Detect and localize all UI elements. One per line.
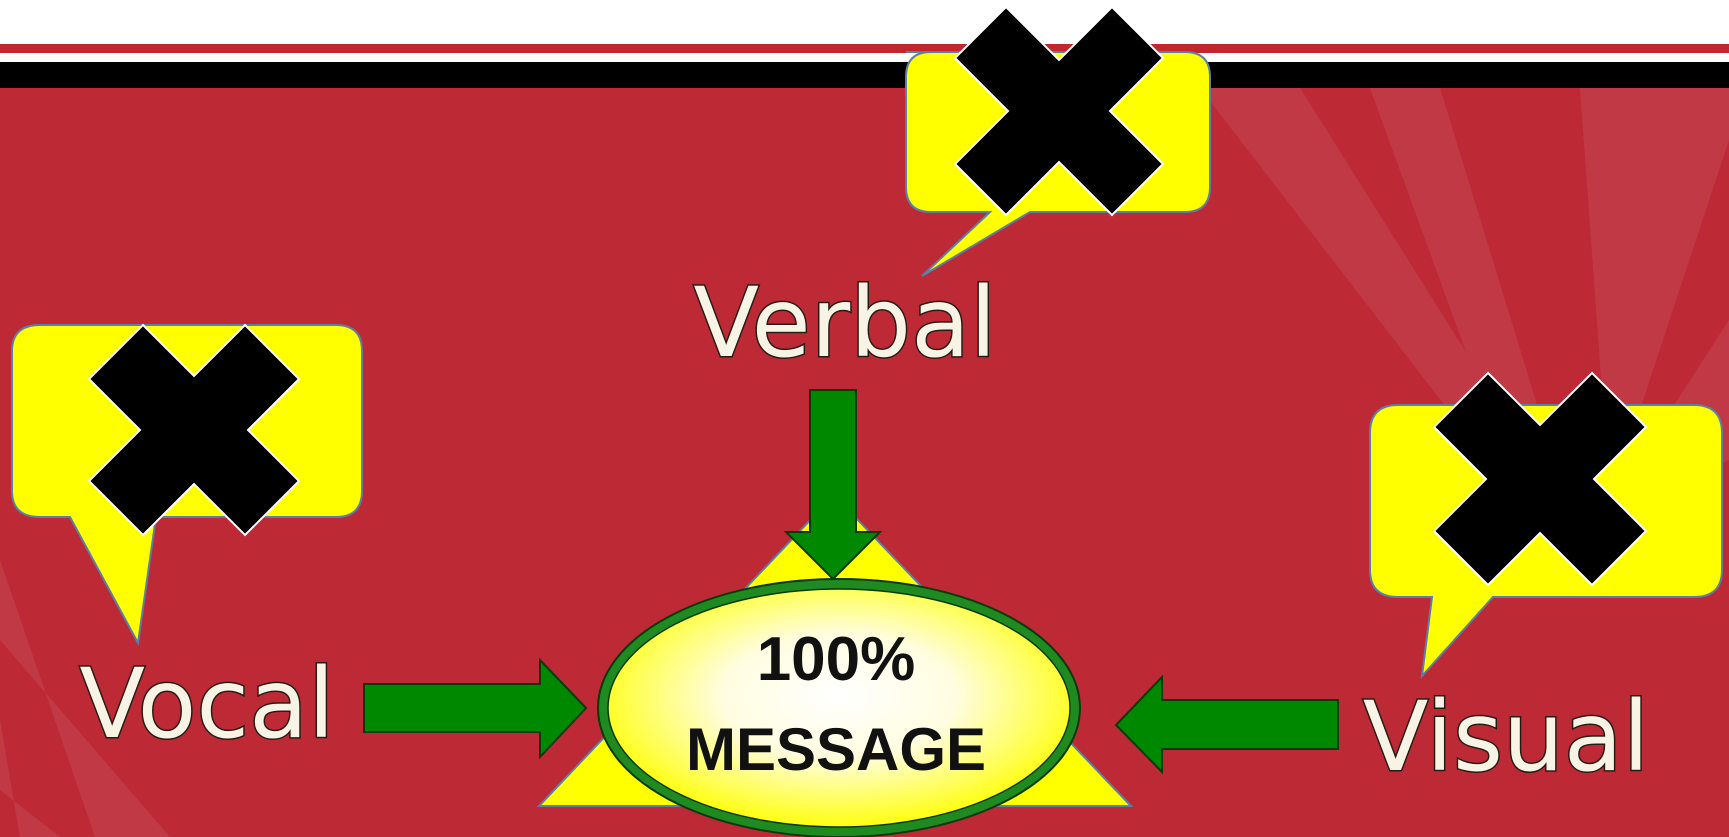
arrow-left-icon	[1114, 674, 1339, 775]
label-visual: Visual	[1363, 681, 1650, 793]
x-mark-icon	[87, 323, 301, 537]
message-percent: 100%	[757, 625, 916, 694]
x-mark-icon	[1432, 371, 1648, 587]
label-vocal: Vocal	[79, 648, 334, 760]
arrow-down-icon	[783, 389, 883, 581]
header-stripes	[0, 0, 1729, 88]
speech-bubble-vocal	[11, 323, 363, 647]
label-verbal: Verbal	[693, 267, 996, 379]
speech-bubble-visual	[1369, 371, 1723, 680]
message-ellipse	[598, 579, 1080, 837]
speech-bubble-verbal	[905, 5, 1211, 277]
message-text: MESSAGE	[686, 716, 986, 783]
arrow-right-icon	[363, 657, 588, 760]
x-mark-icon	[953, 5, 1165, 217]
